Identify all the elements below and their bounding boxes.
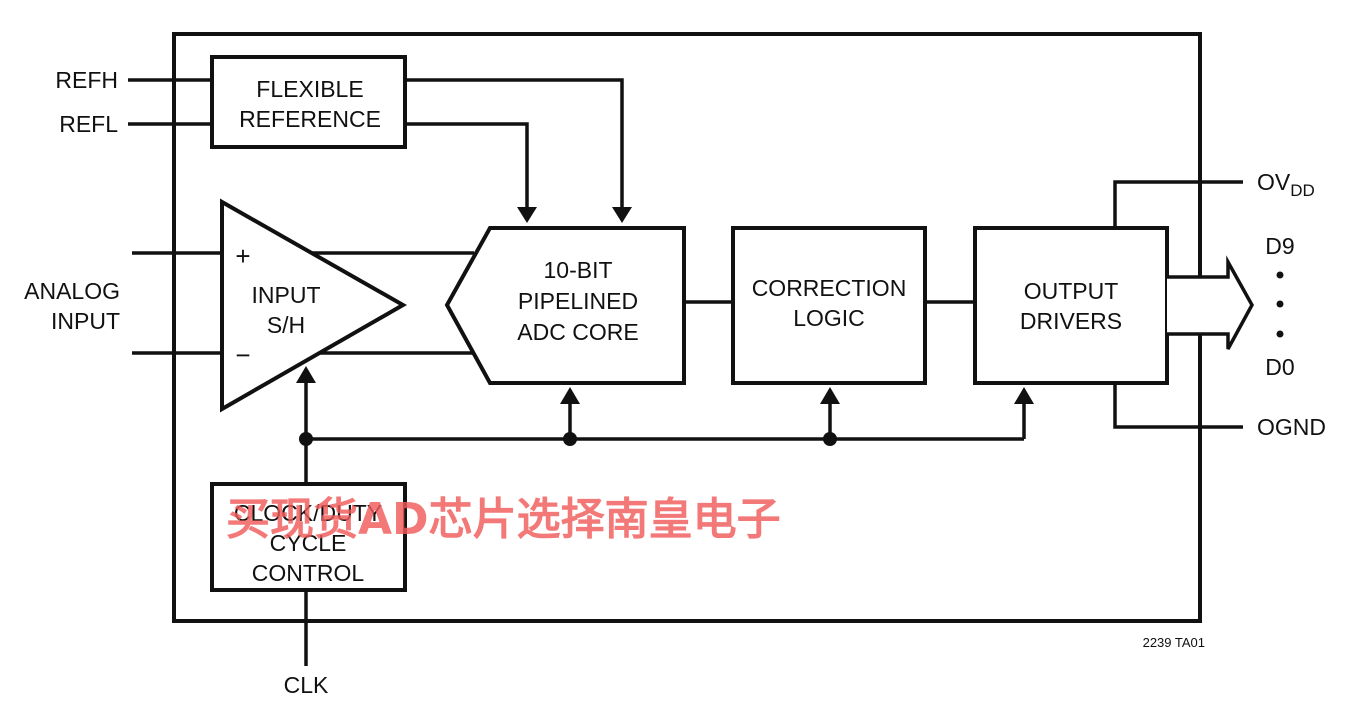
analog-input-label-2: INPUT	[51, 308, 120, 334]
clock-duty-block	[210, 482, 407, 592]
junction-dot	[563, 432, 577, 446]
correction-logic-block	[731, 226, 927, 385]
flexible-reference-block	[210, 55, 407, 149]
output-drivers-block	[973, 226, 1169, 385]
adc-core-label-3: ADC CORE	[517, 319, 638, 345]
ognd-label: OGND	[1257, 414, 1326, 440]
watermark-text: 买现货AD芯片选择南皇电子	[226, 494, 781, 545]
figure-id: 2239 TA01	[1143, 635, 1205, 650]
d9-label: D9	[1265, 233, 1294, 259]
reference-to-adc-line-2	[405, 122, 529, 208]
adc-core-block	[444, 226, 686, 385]
flexible-reference-label-2: REFERENCE	[239, 106, 381, 132]
analog-input-label-1: ANALOG	[24, 278, 120, 304]
adc-core-label-1: 10-BIT	[543, 257, 612, 283]
clock-output-arrowhead	[1014, 387, 1034, 404]
clock-sh-arrowhead	[296, 366, 316, 383]
ovdd-line	[1113, 180, 1243, 228]
refl-label: REFL	[59, 111, 118, 137]
d0-label: D0	[1265, 354, 1294, 380]
clock-adc-arrowhead	[560, 387, 580, 404]
ovdd-label: OVDD	[1257, 169, 1315, 200]
junction-dot	[823, 432, 837, 446]
ovdd-subscript: DD	[1290, 181, 1315, 200]
plus-symbol: +	[235, 241, 250, 271]
input-sh-amplifier	[220, 198, 408, 413]
junction-dot	[299, 432, 313, 446]
reference-to-adc-line-1	[405, 78, 624, 208]
output-drivers-label-1: OUTPUT	[1024, 278, 1119, 304]
reference-arrowhead-1	[612, 207, 632, 223]
bus-dot	[1276, 330, 1284, 338]
ognd-line	[1113, 383, 1243, 429]
clock-duty-label-1: CLOCK/DUTY	[234, 500, 382, 526]
flexible-reference-label-1: FLEXIBLE	[256, 76, 363, 102]
adc-core-label-2: PIPELINED	[518, 288, 638, 314]
correction-logic-label-1: CORRECTION	[752, 275, 907, 301]
clock-duty-label-3: CONTROL	[252, 560, 365, 586]
bus-dot	[1276, 271, 1284, 279]
output-drivers-label-2: DRIVERS	[1020, 308, 1122, 334]
refh-label: REFH	[55, 67, 118, 93]
output-bus-arrow	[1167, 255, 1254, 350]
ovdd-main: OV	[1257, 169, 1291, 195]
bus-dot	[1276, 300, 1284, 308]
reference-arrowhead-2	[517, 207, 537, 223]
minus-symbol: −	[235, 340, 250, 370]
clk-label: CLK	[284, 672, 329, 698]
input-sh-label-1: INPUT	[252, 282, 321, 308]
input-sh-label-2: S/H	[267, 312, 305, 338]
correction-logic-label-2: LOGIC	[793, 305, 865, 331]
clock-correction-arrowhead	[820, 387, 840, 404]
clock-duty-label-2: CYCLE	[270, 530, 347, 556]
